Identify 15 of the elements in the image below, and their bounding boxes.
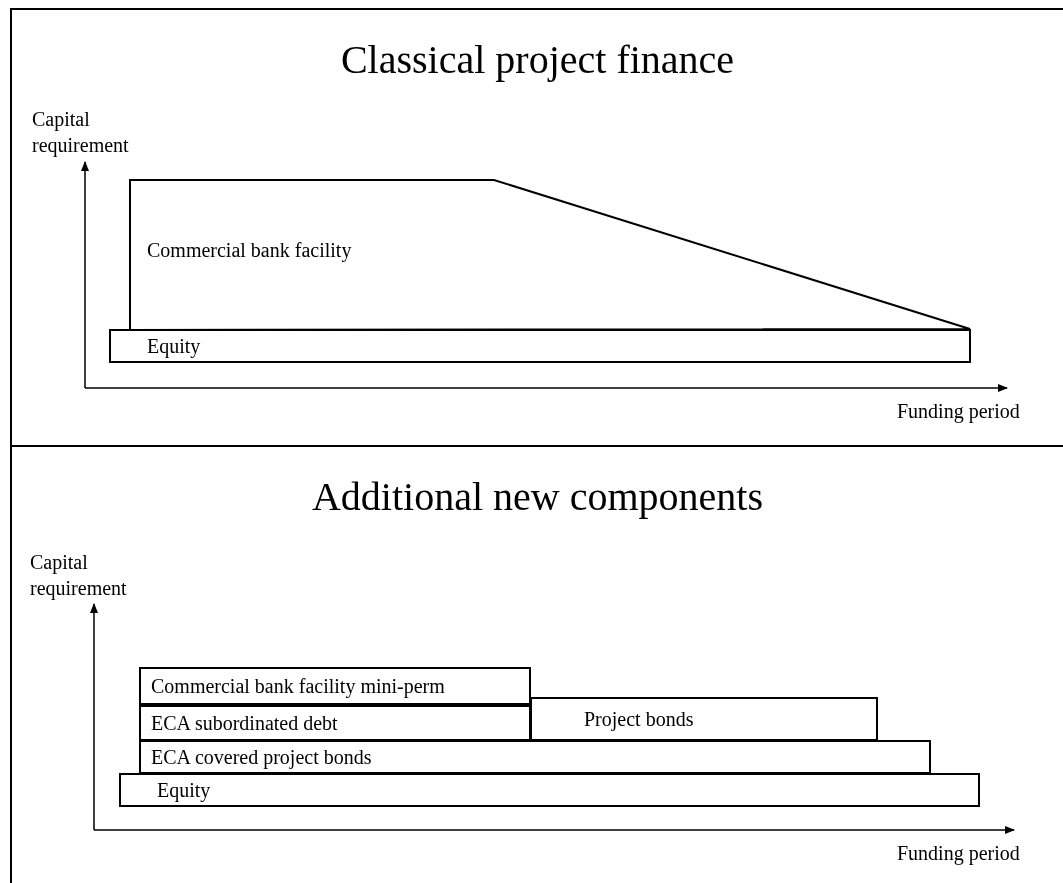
- axis-label: Capital requirement: [32, 107, 130, 158]
- bar-segment: ECA subordinated debt: [139, 705, 531, 741]
- bar-segment: Project bonds: [530, 697, 878, 741]
- panel: [10, 8, 1063, 447]
- bar-segment: Commercial bank facility mini-perm: [139, 667, 531, 705]
- axis-label: Funding period: [897, 841, 1020, 866]
- panel-title: Additional new components: [310, 473, 764, 521]
- axis-label: Funding period: [897, 399, 1020, 424]
- bar-segment: Equity: [109, 329, 971, 363]
- panel-title: Classical project finance: [339, 36, 736, 84]
- axis-label: Capital requirement: [30, 550, 128, 601]
- area-label: Commercial bank facility: [147, 238, 352, 263]
- trapezoid-area: [129, 179, 971, 330]
- bar-segment: ECA covered project bonds: [139, 740, 931, 774]
- bar-segment: Equity: [119, 773, 980, 807]
